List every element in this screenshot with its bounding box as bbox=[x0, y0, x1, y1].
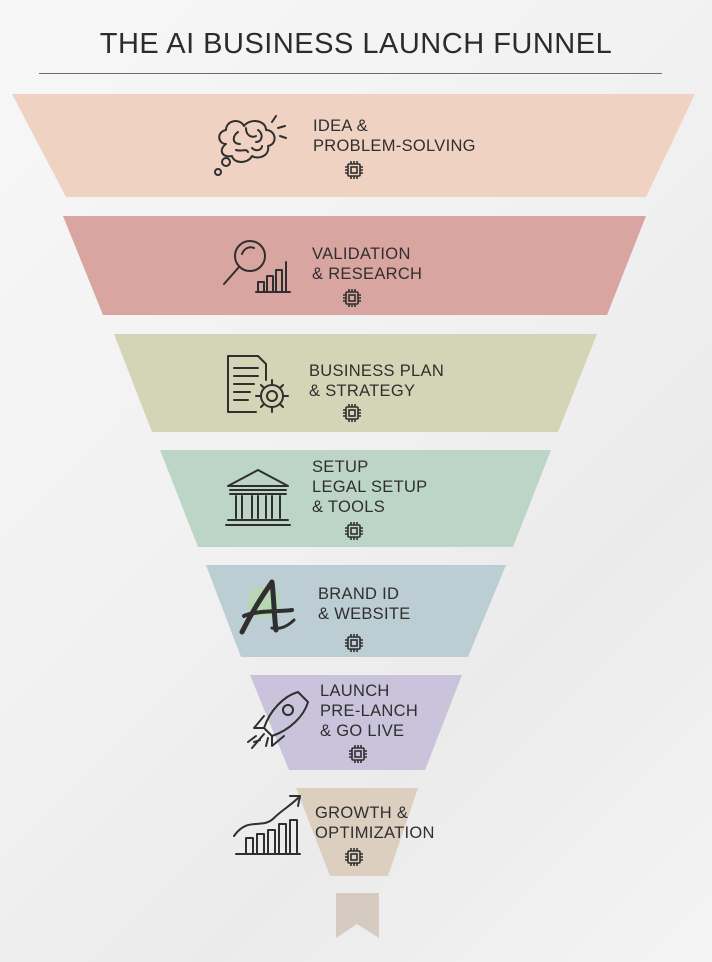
funnel-band-1 bbox=[12, 94, 695, 197]
stage-label-line: & WEBSITE bbox=[318, 605, 411, 623]
stage-label-line: SETUP bbox=[312, 458, 369, 476]
stage-label-line: LAUNCH bbox=[320, 682, 390, 700]
stage-label-line: PROBLEM-SOLVING bbox=[313, 137, 476, 155]
funnel-chips bbox=[343, 161, 367, 866]
stage-label-6: LAUNCH PRE-LANCH & GO LIVE bbox=[320, 681, 418, 741]
microchip-icon bbox=[343, 289, 361, 307]
funnel-band-3 bbox=[114, 334, 597, 432]
stage-label-4: SETUP LEGAL SETUP & TOOLS bbox=[312, 457, 427, 517]
bank-building-icon bbox=[225, 469, 291, 526]
microchip-icon bbox=[345, 848, 363, 866]
funnel-band-6 bbox=[250, 675, 462, 770]
brand-letter-a-icon bbox=[239, 579, 296, 635]
brain-thought-icon bbox=[214, 115, 287, 176]
funnel-tail bbox=[336, 893, 379, 938]
magnifier-chart-icon bbox=[223, 240, 291, 293]
rocket-icon bbox=[247, 691, 309, 749]
stage-label-5: BRAND ID & WEBSITE bbox=[318, 584, 411, 624]
funnel-band-4 bbox=[160, 450, 551, 547]
stage-label-2: VALIDATION & RESEARCH bbox=[312, 244, 422, 284]
stage-label-line: VALIDATION bbox=[312, 245, 411, 263]
microchip-icon bbox=[345, 161, 363, 179]
funnel-band-2 bbox=[63, 216, 646, 315]
microchip-icon bbox=[345, 634, 363, 652]
funnel-bands bbox=[12, 94, 695, 876]
stage-label-1: IDEA & PROBLEM-SOLVING bbox=[313, 116, 476, 156]
stage-label-line: GROWTH & bbox=[315, 804, 409, 822]
stage-label-line: & GO LIVE bbox=[320, 722, 405, 740]
microchip-icon bbox=[343, 404, 361, 422]
title-divider bbox=[39, 73, 662, 74]
bookmark-ribbon-icon bbox=[336, 893, 379, 938]
stage-label-line: IDEA & bbox=[313, 117, 368, 135]
stage-label-3: BUSINESS PLAN & STRATEGY bbox=[309, 361, 444, 401]
stage-label-line: OPTIMIZATION bbox=[315, 824, 435, 842]
stage-label-line: BRAND ID bbox=[318, 585, 400, 603]
page-title: THE AI BUSINESS LAUNCH FUNNEL bbox=[99, 28, 613, 60]
stage-label-line: & STRATEGY bbox=[309, 382, 416, 400]
funnel-band-7 bbox=[296, 788, 418, 876]
stage-label-line: PRE-LANCH bbox=[320, 702, 419, 720]
stage-label-line: BUSINESS PLAN bbox=[309, 362, 445, 380]
stage-label-line: LEGAL SETUP bbox=[312, 478, 428, 496]
stage-label-7: GROWTH & OPTIMIZATION bbox=[315, 803, 435, 843]
microchip-icon bbox=[349, 745, 367, 763]
funnel-icons bbox=[214, 115, 309, 855]
stage-label-line: & TOOLS bbox=[312, 498, 386, 516]
microchip-icon bbox=[345, 522, 363, 540]
stage-label-line: & RESEARCH bbox=[312, 265, 423, 283]
document-gear-icon bbox=[227, 355, 289, 413]
growth-chart-icon bbox=[233, 795, 301, 855]
funnel-band-5 bbox=[206, 565, 506, 657]
